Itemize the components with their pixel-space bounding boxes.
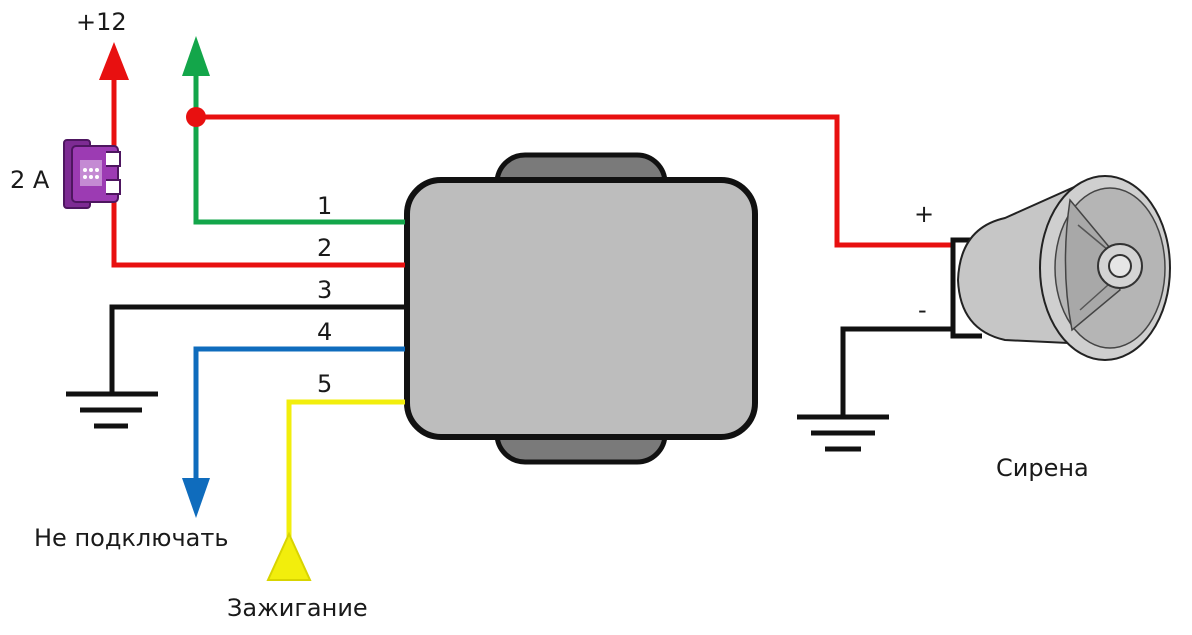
ground-symbol-left [66,391,158,429]
wire-3-black [109,304,405,392]
siren [950,175,1171,361]
siren-plus-wire-red [196,114,955,248]
fuse [63,139,121,209]
module-body [404,177,758,440]
wire-1-green [193,70,405,225]
label-siren-plus: + [914,200,934,228]
label-fuse-rating: 2 A [10,166,50,194]
label-wire-3: 3 [317,276,332,304]
wire-4-blue [193,346,405,484]
label-siren-minus: - [918,296,927,324]
siren-cone [1064,198,1121,332]
label-siren: Сирена [996,454,1089,482]
ground-symbol-right [797,414,889,452]
siren-terminal-bracket [950,237,982,339]
label-plus12: +12 [76,8,127,36]
label-wire-5: 5 [317,370,332,398]
green-arrow-up [182,36,210,76]
siren-minus-wire-black [840,326,955,415]
label-wire-1: 1 [317,192,332,220]
red-arrow-up [99,42,129,80]
ignition-triangle [266,531,312,581]
siren-center-dot [1108,254,1132,278]
wire-2-red [111,72,405,268]
control-module [404,152,758,465]
label-ignition: Зажигание [227,594,368,622]
wire-5-yellow [286,399,405,540]
label-wire-2: 2 [317,234,332,262]
label-not-connect: Не подключать [34,524,228,552]
junction-dot [186,107,206,127]
blue-arrow-down [182,478,210,518]
label-wire-4: 4 [317,318,332,346]
